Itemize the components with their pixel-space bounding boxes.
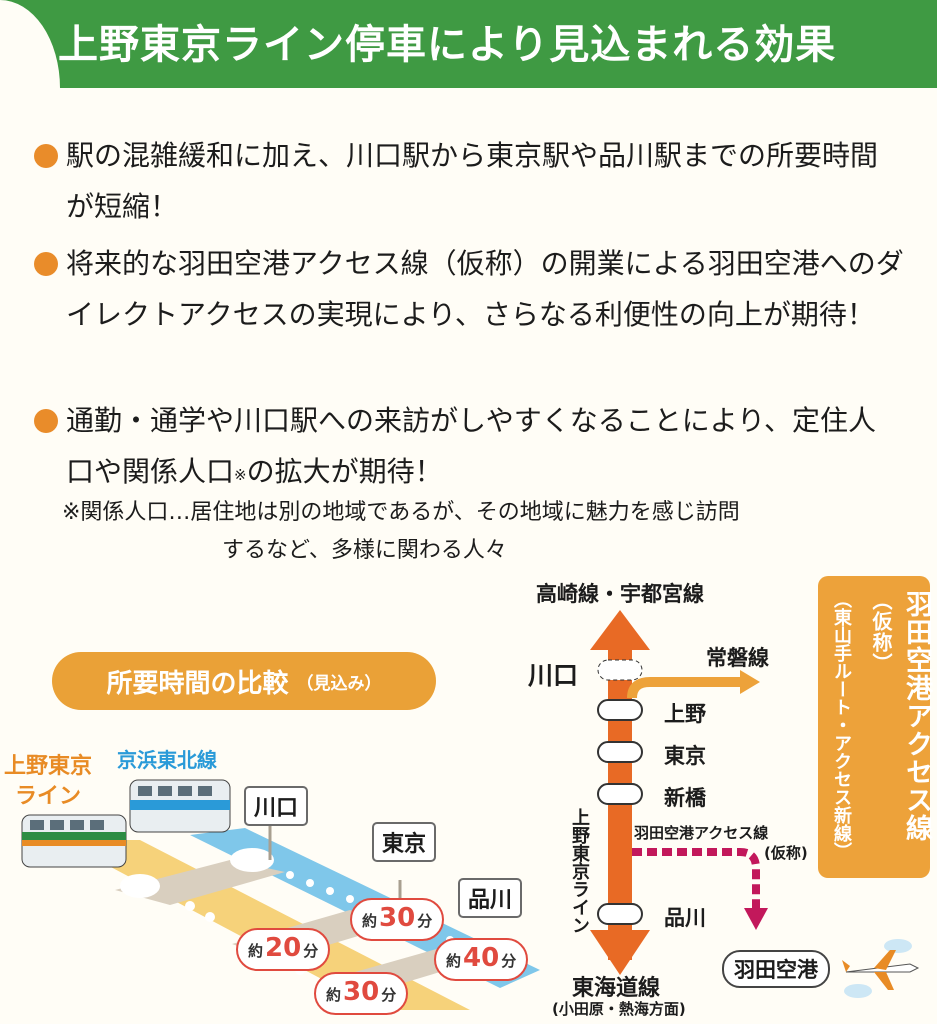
footnote-line-2: するなど、多様に関わる人々 bbox=[222, 538, 507, 563]
station-marker bbox=[120, 874, 160, 898]
station-label-shinagawa: 品川 bbox=[458, 878, 523, 918]
bullet-dot bbox=[34, 144, 58, 168]
station-tokyo-marker bbox=[597, 741, 643, 763]
station-kawaguchi-marker bbox=[597, 659, 643, 681]
bullet-text: 通勤・通学や川口駅への来訪がしやすくなることにより、定住人口や関係人口※の拡大が… bbox=[66, 395, 904, 497]
bullet-text-part: 通勤・通学や川口駅への来訪がしやすくなることにより、定住人口や関係人口 bbox=[66, 404, 877, 488]
bullet-item-3: 通勤・通学や川口駅への来訪がしやすくなることにより、定住人口や関係人口※の拡大が… bbox=[34, 395, 904, 497]
map-bottom-line-label: 東海道線 bbox=[572, 976, 661, 1001]
haneda-card-title: 羽田空港アクセス線（仮称） bbox=[869, 590, 932, 842]
station-label-tokyo: 東京 bbox=[372, 822, 437, 862]
map-station-shimbashi: 新橋 bbox=[664, 786, 706, 810]
comparison-title-pill: 所要時間の比較 （見込み） bbox=[52, 652, 436, 710]
station-ueno-marker bbox=[597, 699, 643, 721]
map-bottom-line-note: (小田原・熱海方面) bbox=[552, 1000, 686, 1018]
station-label-kawaguchi: 川口 bbox=[244, 786, 309, 826]
map-vertical-line-label: 上野東京ライン bbox=[569, 808, 590, 934]
page-title: 上野東京ライン停車により見込まれる効果 bbox=[58, 22, 837, 68]
bullet-dot bbox=[34, 252, 58, 276]
ueno-tokyo-line-label: 上野東京 ライン bbox=[3, 754, 92, 809]
comparison-subtitle: （見込み） bbox=[296, 673, 382, 694]
bullet-text: 駅の混雑緩和に加え、川口駅から東京駅や品川駅までの所要時間が短縮！ bbox=[66, 139, 879, 223]
joban-branch bbox=[627, 677, 740, 699]
station-shinagawa-marker bbox=[597, 903, 643, 925]
bullet-text: 将来的な羽田空港アクセス線（仮称）の開業による羽田空港へのダイレクトアクセスの実… bbox=[66, 247, 904, 331]
airplane-icon bbox=[842, 939, 920, 998]
title-banner bbox=[0, 0, 937, 88]
joban-arrow bbox=[740, 670, 760, 694]
footnote-line-1: ※関係人口…居住地は別の地域であるが、その地域に魅力を感じ訪問 bbox=[62, 500, 740, 525]
map-haneda-access-note: (仮称) bbox=[764, 844, 808, 862]
main-arrow-down bbox=[590, 930, 650, 975]
haneda-card-subtitle: （東山手ルート・アクセス新線） bbox=[831, 590, 852, 860]
bullet-item-1: 駅の混雑緩和に加え、川口駅から東京駅や品川駅までの所要時間が短縮！ bbox=[34, 130, 904, 232]
connector bbox=[115, 860, 285, 905]
haneda-arrow bbox=[744, 908, 768, 930]
bullet-text-part: の拡大が期待！ bbox=[246, 455, 443, 488]
ueno-line-train bbox=[21, 814, 127, 868]
haneda-access-card: 羽田空港アクセス線（仮称） （東山手ルート・アクセス新線） bbox=[818, 576, 932, 878]
map-haneda-access-label: 羽田空港アクセス線 bbox=[634, 824, 769, 842]
map-station-shinagawa: 品川 bbox=[664, 906, 706, 930]
haneda-airport-station: 羽田空港 bbox=[722, 950, 830, 988]
keihin-tohoku-line-label: 京浜東北線 bbox=[117, 748, 217, 772]
map-station-tokyo: 東京 bbox=[664, 744, 706, 768]
route-map bbox=[590, 610, 768, 975]
footnote: ※関係人口…居住地は別の地域であるが、その地域に魅力を感じ訪問 するなど、多様に… bbox=[62, 494, 902, 570]
map-top-line-label: 高崎線・宇都宮線 bbox=[536, 582, 704, 606]
bullet-item-2: 将来的な羽田空港アクセス線（仮称）の開業による羽田空港へのダイレクトアクセスの実… bbox=[34, 238, 904, 340]
comparison-title: 所要時間の比較 bbox=[106, 668, 289, 699]
map-station-ueno: 上野 bbox=[664, 702, 706, 726]
station-shimbashi-marker bbox=[597, 783, 643, 805]
map-joban-label: 常磐線 bbox=[706, 646, 769, 670]
footnote-mark: ※ bbox=[234, 466, 247, 484]
station-marker bbox=[230, 848, 274, 872]
bullet-dot bbox=[34, 409, 58, 433]
haneda-branch bbox=[632, 848, 760, 910]
keihin-train bbox=[129, 779, 231, 833]
map-kawaguchi-label: 川口 bbox=[528, 661, 579, 690]
main-arrow-up bbox=[590, 610, 650, 670]
